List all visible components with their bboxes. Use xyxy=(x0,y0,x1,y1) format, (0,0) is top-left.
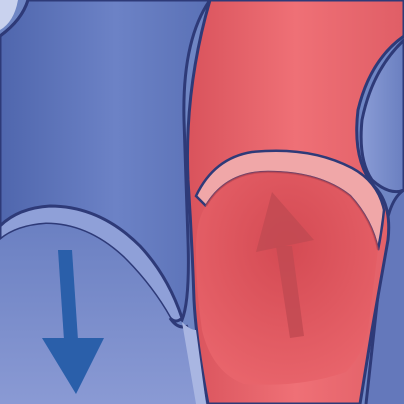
up-flow-arrow xyxy=(256,192,314,338)
down-flow-arrow xyxy=(42,250,104,394)
lower-chamber xyxy=(0,224,200,404)
corner-highlight xyxy=(0,0,18,30)
right-lower-region xyxy=(366,190,404,404)
right-vessel xyxy=(359,37,404,194)
